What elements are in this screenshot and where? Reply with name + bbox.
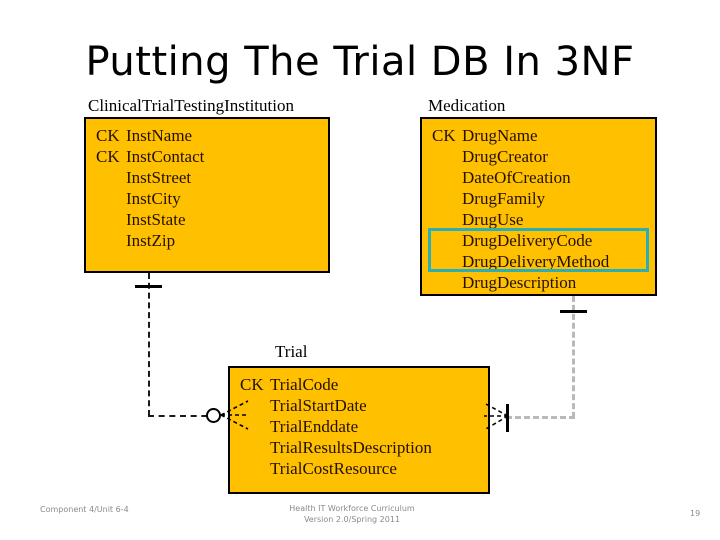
attribute-row: DrugUse	[422, 209, 609, 230]
attribute-row: InstCity	[86, 188, 204, 209]
attribute-row: CK InstContact	[86, 146, 204, 167]
attribute-row: DrugDeliveryCode	[422, 230, 609, 251]
attribute-list-medication: CK DrugName DrugCreator DateOfCreation D…	[422, 119, 609, 293]
relationship-line-medication-horizontal	[506, 416, 575, 419]
crowsfoot-many-trial-left	[220, 400, 249, 430]
attribute-row: DrugDeliveryMethod	[422, 251, 609, 272]
attribute-row: DrugDescription	[422, 272, 609, 293]
attribute-name: DrugDescription	[462, 273, 577, 292]
attribute-name: DrugFamily	[462, 189, 546, 208]
cardinality-zero-circle-trial-left	[206, 408, 221, 423]
footer-component-unit: Component 4/Unit 6-4	[40, 505, 129, 514]
attribute-row: TrialEnddate	[230, 416, 432, 437]
footer-curriculum-line1: Health IT Workforce Curriculum	[289, 504, 415, 513]
attribute-name: InstState	[126, 210, 186, 229]
footer-page-number: 19	[690, 509, 701, 518]
attribute-name: DrugDeliveryCode	[462, 231, 593, 250]
relationship-line-institution-vertical	[148, 273, 150, 416]
attribute-row: DrugFamily	[422, 188, 609, 209]
attribute-row: CK DrugName	[422, 125, 609, 146]
attribute-row: CK InstName	[86, 125, 204, 146]
attribute-name: TrialResultsDescription	[270, 438, 432, 457]
attribute-name: InstStreet	[126, 168, 192, 187]
attribute-name: TrialCostResource	[270, 459, 397, 478]
attribute-row: TrialResultsDescription	[230, 437, 432, 458]
attribute-name: DrugName	[462, 126, 538, 145]
attribute-key: CK	[96, 147, 120, 166]
attribute-key: CK	[432, 126, 456, 145]
crowsfoot-many-trial-right	[483, 402, 509, 431]
attribute-name: DrugDeliveryMethod	[462, 252, 610, 271]
attribute-name: TrialCode	[270, 375, 339, 394]
attribute-key: CK	[240, 375, 264, 394]
entity-label-clinical-trial-testing-institution: ClinicalTrialTestingInstitution	[88, 96, 294, 115]
footer-curriculum: Health IT Workforce Curriculum Version 2…	[262, 503, 442, 525]
cardinality-one-bar-trial-right	[506, 404, 509, 432]
attribute-name: TrialEnddate	[270, 417, 359, 436]
entity-label-trial: Trial	[275, 342, 308, 361]
attribute-name: InstName	[126, 126, 193, 145]
footer-curriculum-line2: Version 2.0/Spring 2011	[303, 515, 401, 524]
attribute-row: InstState	[86, 209, 204, 230]
attribute-row: TrialCostResource	[230, 458, 432, 479]
attribute-name: DateOfCreation	[462, 168, 571, 187]
entity-box-clinical-trial-testing-institution: CK InstName CK InstContact InstStreet In…	[84, 117, 330, 273]
attribute-row: DateOfCreation	[422, 167, 609, 188]
relationship-line-medication-vertical	[572, 296, 575, 418]
entity-box-medication: CK DrugName DrugCreator DateOfCreation D…	[420, 117, 657, 296]
attribute-row: InstStreet	[86, 167, 204, 188]
attribute-name: TrialStartDate	[270, 396, 367, 415]
cardinality-one-bar-medication	[560, 310, 587, 313]
page-title: Putting The Trial DB In 3NF	[85, 39, 635, 85]
attribute-list-institution: CK InstName CK InstContact InstStreet In…	[86, 119, 204, 251]
attribute-name: DrugUse	[462, 210, 524, 229]
attribute-row: InstZip	[86, 230, 204, 251]
attribute-list-trial: CK TrialCode TrialStartDate TrialEnddate…	[230, 368, 432, 479]
attribute-row: DrugCreator	[422, 146, 609, 167]
attribute-name: InstCity	[126, 189, 181, 208]
attribute-name: DrugCreator	[462, 147, 548, 166]
attribute-key: CK	[96, 126, 120, 145]
attribute-name: InstZip	[126, 231, 176, 250]
attribute-row: CK TrialCode	[230, 374, 432, 395]
entity-label-medication: Medication	[428, 96, 506, 115]
entity-box-trial: CK TrialCode TrialStartDate TrialEnddate…	[228, 366, 490, 494]
cardinality-one-bar-institution	[135, 285, 162, 288]
attribute-row: TrialStartDate	[230, 395, 432, 416]
relationship-line-institution-horizontal	[148, 415, 218, 417]
attribute-name: InstContact	[126, 147, 205, 166]
